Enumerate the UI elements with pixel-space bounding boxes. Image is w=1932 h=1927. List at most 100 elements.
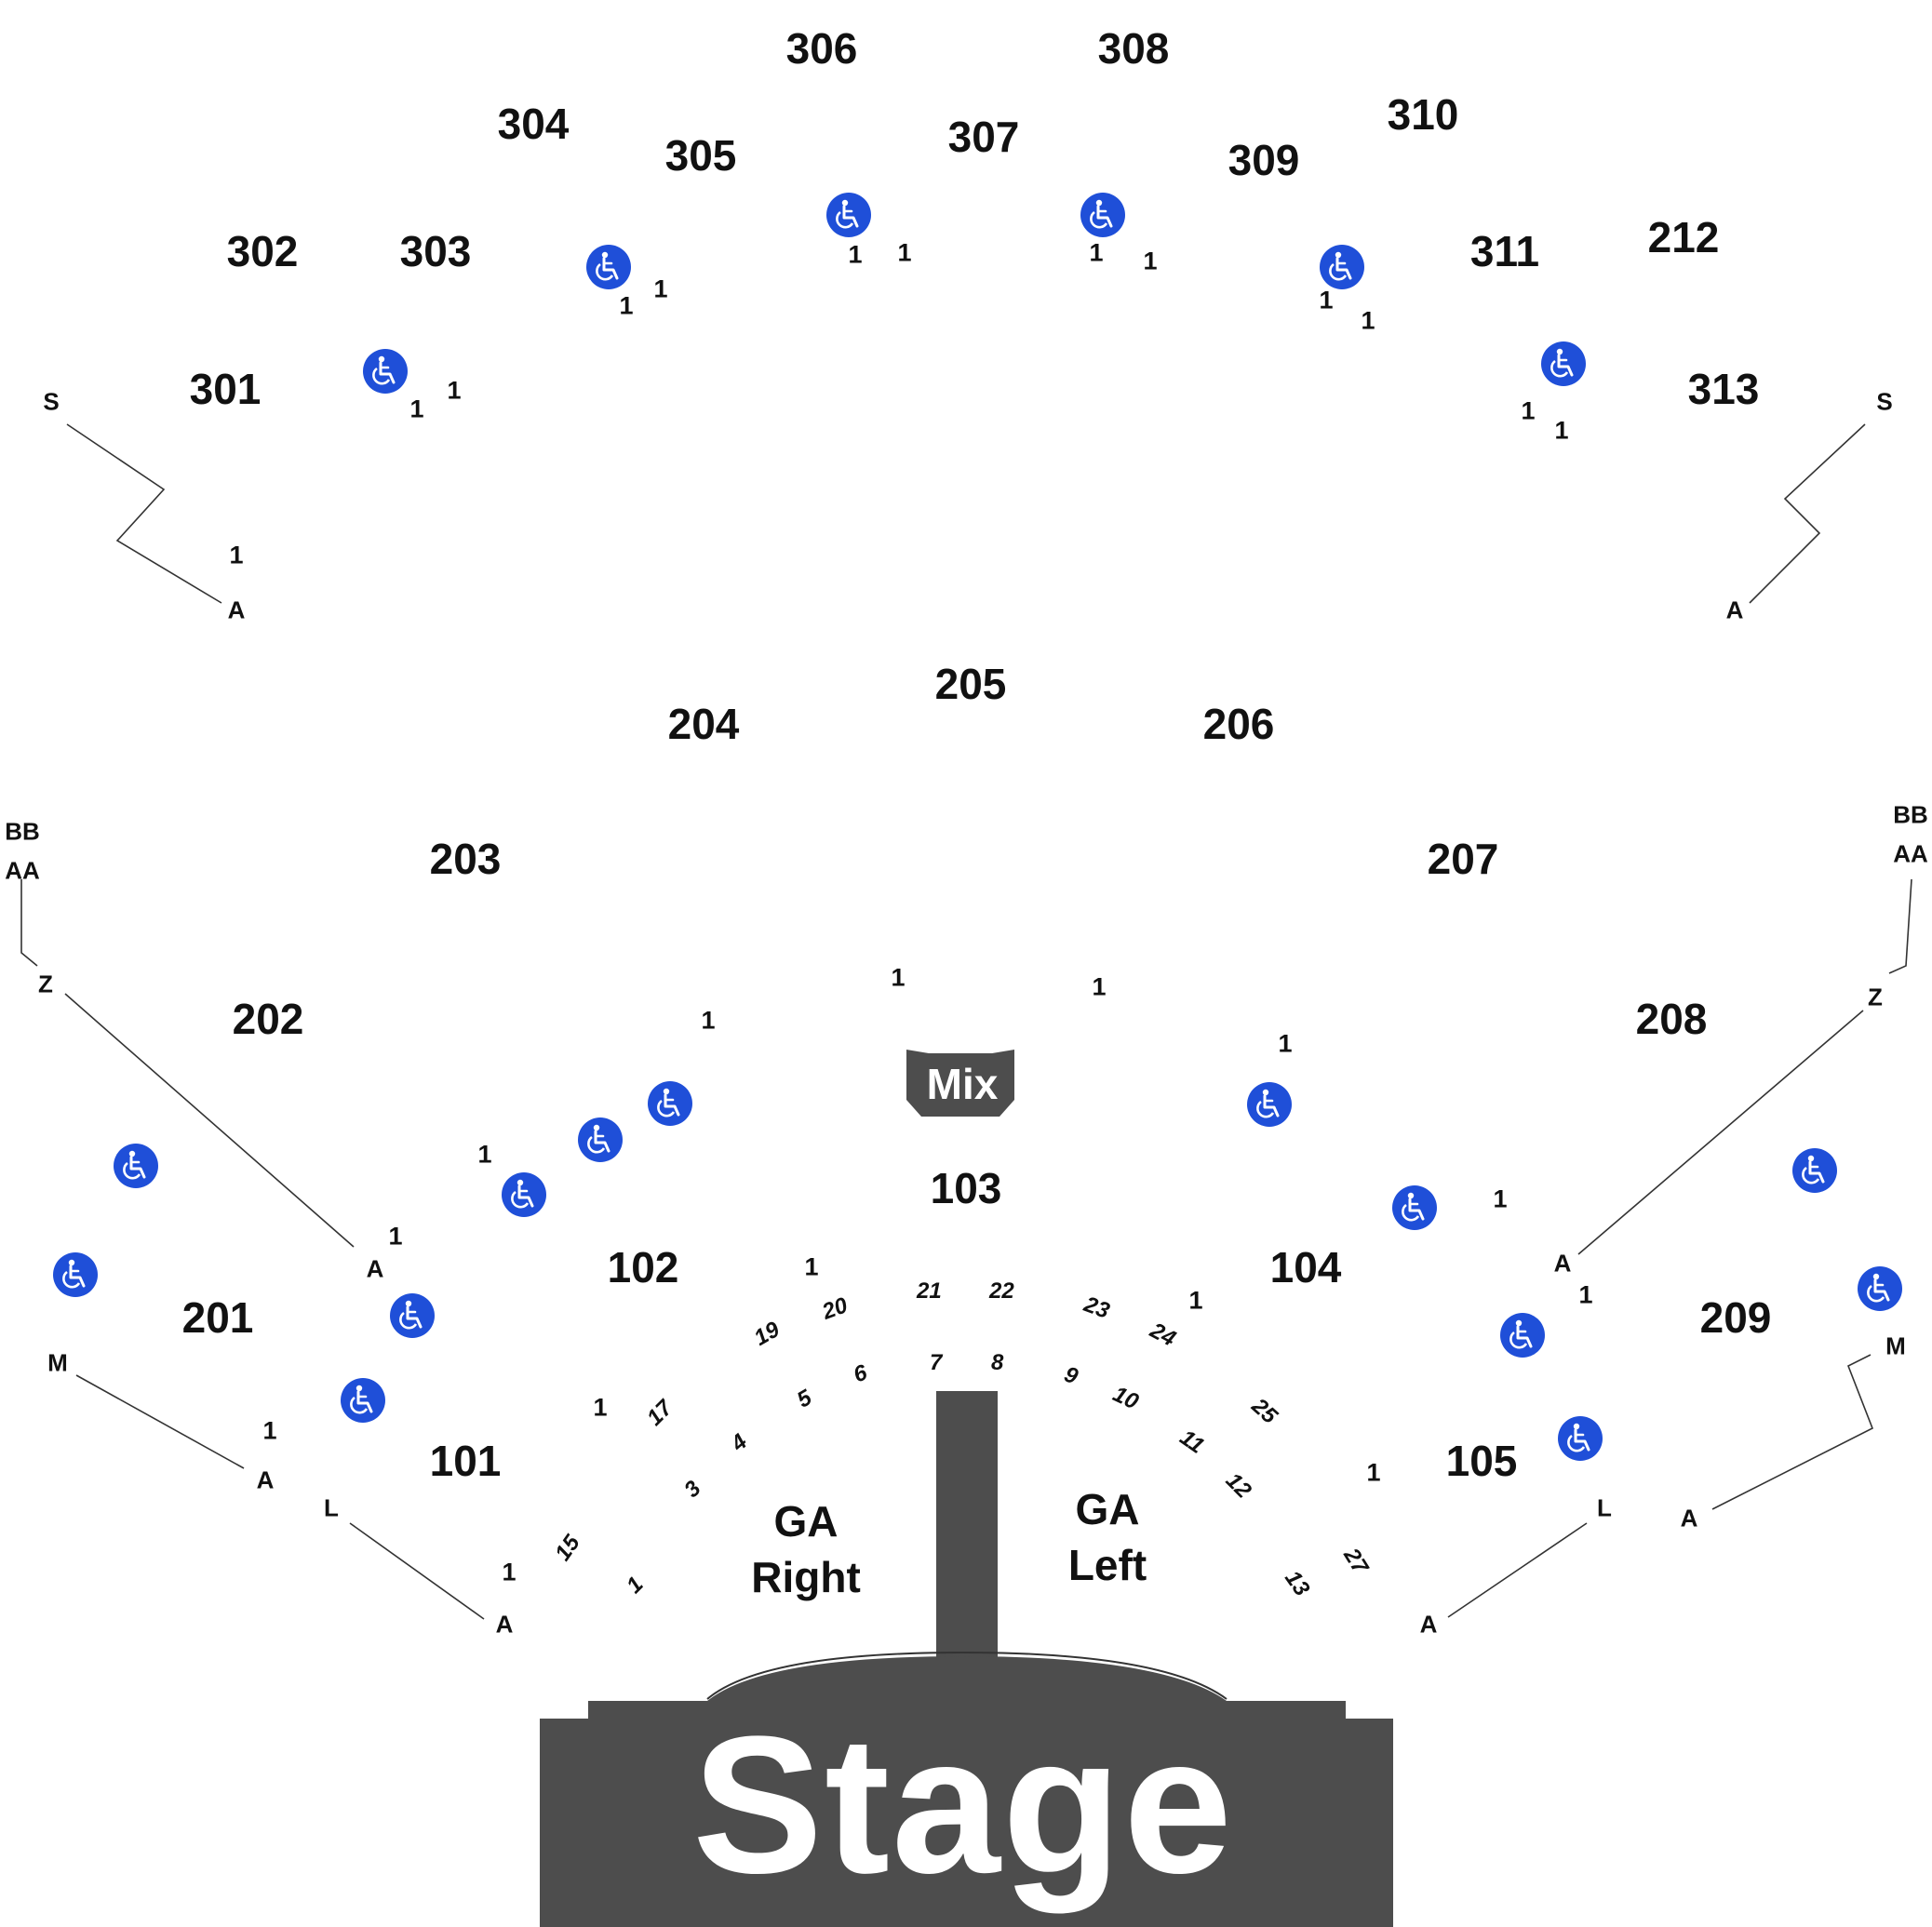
section-103[interactable]: 103 <box>930 1164 1002 1212</box>
row-label-l-left: L <box>324 1493 339 1522</box>
section-308[interactable]: 308 <box>1097 24 1170 73</box>
row-label-m-left: M <box>47 1348 68 1377</box>
wheelchair-icon[interactable] <box>648 1081 692 1126</box>
section-305[interactable]: 305 <box>664 131 737 180</box>
section-205[interactable]: 205 <box>934 660 1007 708</box>
wheelchair-icon[interactable] <box>1558 1416 1603 1461</box>
wheelchair-icon[interactable] <box>390 1293 435 1338</box>
wheelchair-icon[interactable] <box>1858 1266 1902 1311</box>
row-label-aa-right: AA <box>1893 839 1928 868</box>
wheelchair-icon[interactable] <box>826 193 871 237</box>
section-304[interactable]: 304 <box>497 100 570 148</box>
seat-one-marker: 1 <box>1361 306 1375 335</box>
row-label-s-left: S <box>43 387 60 416</box>
row-label-a-101: A <box>495 1610 514 1639</box>
row-label-z-left: Z <box>38 970 53 998</box>
wheelchair-icon[interactable] <box>1320 245 1364 289</box>
seat-one-marker: 1 <box>848 240 863 269</box>
seat-one-marker: 1 <box>447 376 462 405</box>
section-307[interactable]: 307 <box>947 113 1020 161</box>
ga-right-line2: Right <box>751 1553 861 1601</box>
seat-one-marker: 1 <box>1578 1280 1593 1309</box>
section-101[interactable]: 101 <box>429 1437 502 1485</box>
section-102[interactable]: 102 <box>607 1243 679 1291</box>
row-label-s-right: S <box>1876 387 1893 416</box>
row-label-a-201: A <box>256 1465 275 1494</box>
wheelchair-icon[interactable] <box>341 1378 385 1423</box>
row-label-a-202: A <box>366 1254 384 1283</box>
section-313[interactable]: 313 <box>1687 365 1760 413</box>
section-208[interactable]: 208 <box>1635 995 1708 1043</box>
seat-one-marker: 1 <box>804 1252 819 1281</box>
row-line-right-200-lower <box>1711 1354 1874 1510</box>
seat-one-marker: 1 <box>701 1006 716 1035</box>
row-label-bb-right: BB <box>1893 800 1928 829</box>
row-line-left-100 <box>349 1522 485 1620</box>
row-line-left-200 <box>64 993 355 1248</box>
wheelchair-icon[interactable] <box>53 1252 98 1297</box>
section-206[interactable]: 206 <box>1202 700 1275 748</box>
row-label-a-208: A <box>1553 1249 1572 1278</box>
section-209[interactable]: 209 <box>1699 1293 1772 1342</box>
row-guide-lines <box>20 423 1912 1620</box>
section-201[interactable]: 201 <box>181 1293 254 1342</box>
seat-one-marker: 1 <box>229 541 244 569</box>
row-label-a-300-right: A <box>1725 595 1744 624</box>
seat-one-marker: 1 <box>1143 247 1158 275</box>
section-311[interactable]: 311 <box>1469 227 1540 275</box>
seat-one-marker: 1 <box>1493 1184 1508 1213</box>
section-301[interactable]: 301 <box>189 365 262 413</box>
wheelchair-icon[interactable] <box>578 1117 623 1162</box>
row-line-left-200-lower <box>75 1374 245 1469</box>
seat-one-marker: 1 <box>593 1393 608 1422</box>
catwalk <box>936 1391 998 1661</box>
wheelchair-icon[interactable] <box>1500 1313 1545 1358</box>
ga-left-line1: GA <box>1075 1485 1140 1533</box>
row-label-z-right: Z <box>1868 983 1883 1011</box>
seat-one-marker: 1 <box>653 274 668 303</box>
seat-one-marker: 1 <box>619 291 634 320</box>
mix-booth <box>906 1050 1014 1117</box>
seat-one-marker: 1 <box>409 395 424 423</box>
wheelchair-icon[interactable] <box>363 349 408 394</box>
section-303[interactable]: 303 <box>399 227 472 275</box>
seat-one-marker: 1 <box>1521 396 1536 425</box>
row-label-a-300-left: A <box>227 595 246 624</box>
section-204[interactable]: 204 <box>667 700 740 748</box>
seat-one-marker: 1 <box>1092 972 1107 1001</box>
section-309[interactable]: 309 <box>1228 136 1300 184</box>
ga-left[interactable]: GA Left <box>1068 1481 1147 1593</box>
section-306[interactable]: 306 <box>785 24 858 73</box>
stage-shape <box>540 1656 1393 1927</box>
wheelchair-icon[interactable] <box>1541 341 1586 386</box>
section-203[interactable]: 203 <box>429 835 502 883</box>
seat-one-marker: 1 <box>477 1140 492 1169</box>
mix-label: Mix <box>926 1060 999 1108</box>
seat-one-marker: 1 <box>388 1222 403 1251</box>
section-207[interactable]: 207 <box>1427 835 1499 883</box>
seat-one-marker: 1 <box>1188 1286 1203 1315</box>
wheelchair-icon[interactable] <box>1792 1148 1837 1193</box>
section-310[interactable]: 310 <box>1387 90 1459 139</box>
row-label-m-right: M <box>1885 1332 1906 1360</box>
seat-one-marker: 1 <box>1089 238 1104 267</box>
seat-one-marker: 1 <box>897 238 912 267</box>
seat-one-marker: 1 <box>502 1558 517 1586</box>
wheelchair-icon[interactable] <box>502 1172 546 1217</box>
wheelchair-icon[interactable] <box>114 1144 158 1188</box>
section-105[interactable]: 105 <box>1445 1437 1518 1485</box>
stage-edge-line <box>706 1651 1228 1700</box>
section-212[interactable]: 212 <box>1647 213 1720 261</box>
wheelchair-icon[interactable] <box>1080 193 1125 237</box>
section-302[interactable]: 302 <box>226 227 299 275</box>
wheelchair-icon[interactable] <box>586 245 631 289</box>
ga-right[interactable]: GA Right <box>751 1493 861 1605</box>
pit-row-number: 7 <box>930 1350 943 1375</box>
section-104[interactable]: 104 <box>1269 1243 1342 1291</box>
pit-row-number: 22 <box>989 1278 1014 1304</box>
wheelchair-icon[interactable] <box>1392 1185 1437 1230</box>
wheelchair-icon[interactable] <box>1247 1082 1292 1127</box>
stage-label[interactable]: Stage <box>692 1695 1234 1914</box>
row-line-right-100 <box>1447 1522 1588 1618</box>
section-202[interactable]: 202 <box>232 995 304 1043</box>
